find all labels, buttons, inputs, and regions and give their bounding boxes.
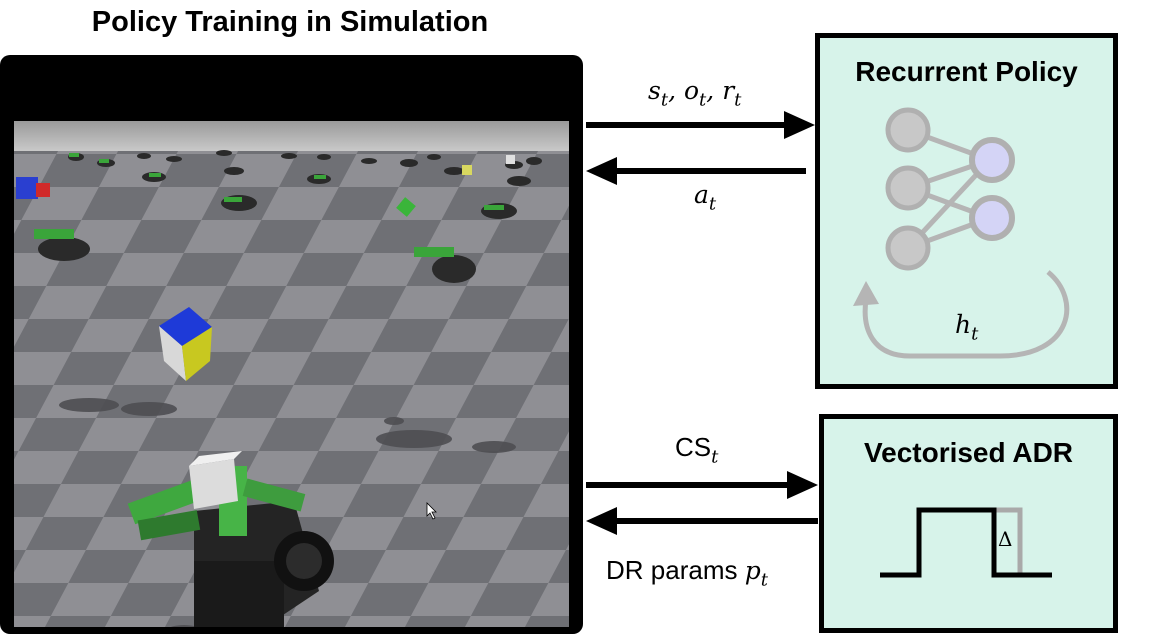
recurrent-network-diagram xyxy=(853,107,1070,359)
adr-range-step xyxy=(880,507,1052,578)
distant-robot-hands xyxy=(38,150,542,283)
simulation-render xyxy=(14,121,569,627)
input-nodes xyxy=(885,107,931,271)
floating-cube xyxy=(159,307,212,381)
state-arrow xyxy=(586,111,815,139)
state-observation-reward-label: st, ot, rt xyxy=(648,76,742,111)
hidden-nodes xyxy=(969,137,1015,241)
action-arrow xyxy=(586,157,806,185)
input-node-2 xyxy=(885,165,931,211)
recurrent-policy-panel: Recurrent Policy ht xyxy=(815,33,1118,389)
recurrent-loop-arrow xyxy=(862,270,1070,359)
input-node-1 xyxy=(885,107,931,153)
floor-shadows xyxy=(59,398,516,627)
action-label: at xyxy=(694,180,717,215)
foreground-robot-hand xyxy=(127,451,334,627)
recurrent-arrowhead xyxy=(853,281,879,306)
simulation-title: Policy Training in Simulation xyxy=(91,6,489,38)
curriculum-arrow xyxy=(586,471,818,499)
vectorised-adr-title: Vectorised ADR xyxy=(863,437,1074,468)
dr-params-label: DR params pt xyxy=(606,555,768,591)
simulation-frame xyxy=(0,55,583,634)
hidden-node-1 xyxy=(969,137,1015,183)
hidden-state-label: ht xyxy=(955,310,979,345)
adr-delta-label: Δ xyxy=(998,527,1013,551)
vectorised-adr-panel: Vectorised ADR Δ xyxy=(819,414,1118,633)
adr-expanded-bound xyxy=(994,507,1023,575)
adr-range-diagram xyxy=(880,507,1052,578)
curriculum-state-label: CSt xyxy=(675,432,719,468)
hidden-node-2 xyxy=(969,195,1015,241)
recurrent-policy-title: Recurrent Policy xyxy=(855,56,1078,87)
green-fingers xyxy=(34,153,504,257)
mouse-cursor xyxy=(426,502,437,520)
dr-params-arrow xyxy=(586,507,818,535)
distant-cubes xyxy=(16,155,515,217)
input-node-3 xyxy=(885,225,931,271)
